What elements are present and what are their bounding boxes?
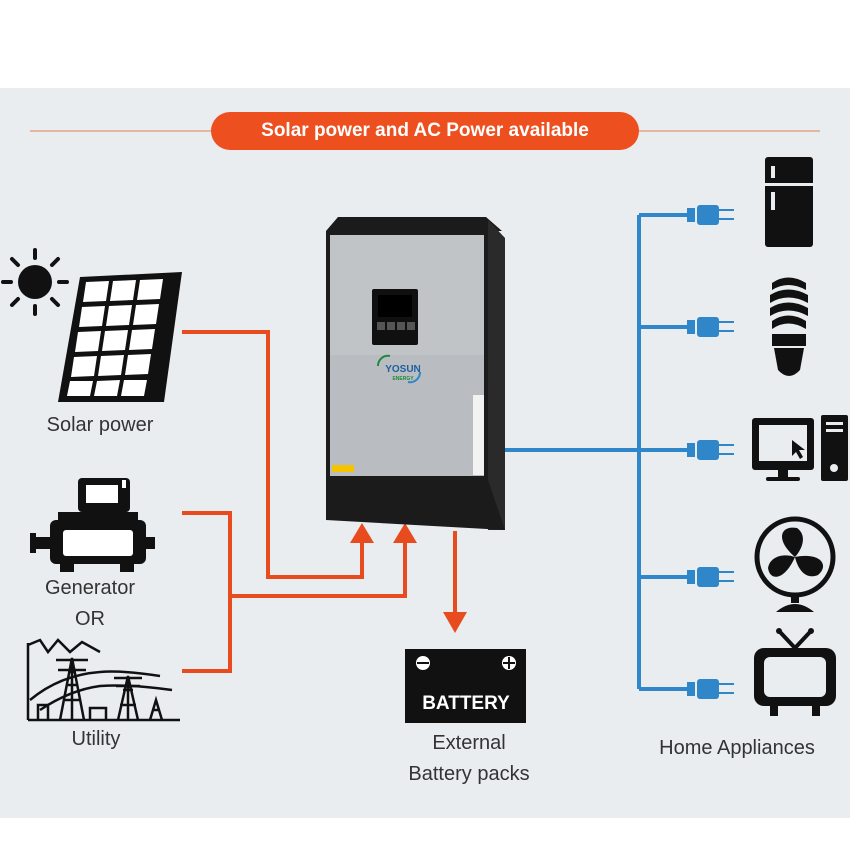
generator-label: Generator <box>44 577 136 599</box>
utility-grid-icon <box>26 638 180 722</box>
inverter-brand-logo: YOSUN <box>385 364 421 375</box>
generator-icon <box>30 478 155 572</box>
battery-label-line2: Battery packs <box>408 763 530 785</box>
ac-input-lines <box>182 330 457 673</box>
banner-title: Solar power and AC Power available <box>211 112 639 150</box>
ac-arrowheads <box>350 523 467 633</box>
ac-plugs <box>687 205 734 699</box>
refrigerator-icon <box>765 157 813 247</box>
home-appliances-label: Home Appliances <box>659 737 815 759</box>
hybrid-inverter <box>326 217 505 530</box>
tv-icon <box>754 628 836 716</box>
solar-power-label: Solar power <box>46 414 154 436</box>
solar-panel-icon <box>58 272 182 402</box>
ac-output-lines <box>505 213 688 691</box>
or-label: OR <box>75 608 105 630</box>
battery-icon: BATTERY <box>405 649 526 723</box>
computer-icon <box>752 415 848 481</box>
battery-box-label: BATTERY <box>422 693 510 714</box>
utility-label: Utility <box>71 728 121 750</box>
battery-label-line1: External <box>432 732 506 754</box>
fan-icon <box>754 516 836 612</box>
inverter-brand-sub: ENERGY <box>392 376 414 382</box>
sun-icon <box>1 248 69 316</box>
cfl-bulb-icon <box>770 277 808 376</box>
